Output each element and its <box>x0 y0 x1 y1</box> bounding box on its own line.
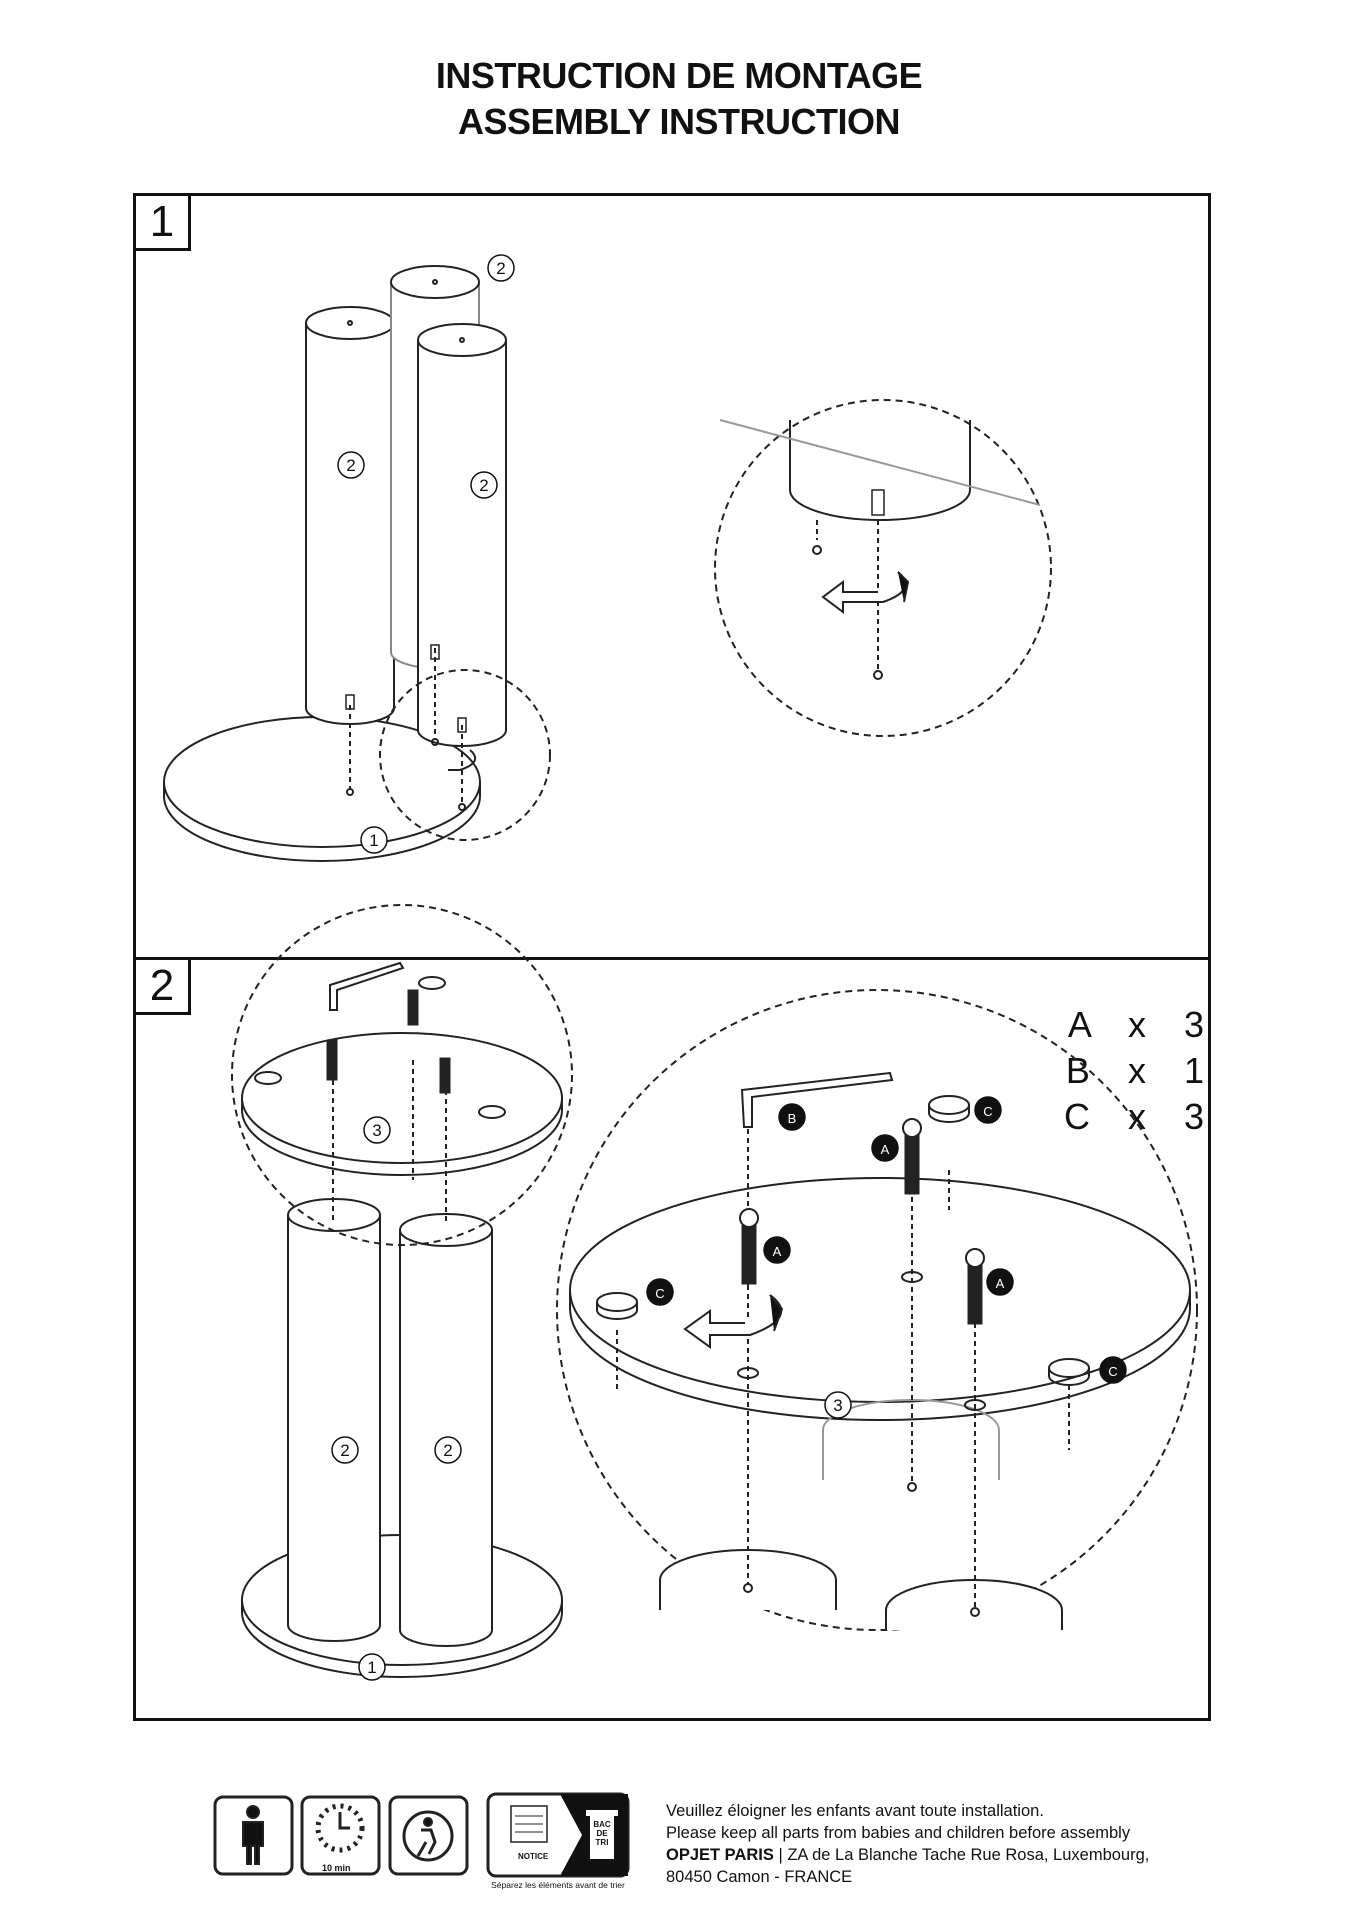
svg-text:B: B <box>788 1111 797 1126</box>
step-2-panel: 2 <box>133 957 1211 1721</box>
step2-tube-left <box>287 1198 381 1642</box>
step1-tube-right <box>417 323 507 747</box>
quantity-a: A x 3 <box>1067 1004 1206 1045</box>
cap-c-3 <box>1048 1358 1090 1386</box>
svg-text:3: 3 <box>833 1396 842 1415</box>
step1-part-label: 2 <box>487 254 515 282</box>
step2-part-label: 3 <box>363 1116 391 1144</box>
allen-key-large <box>740 1071 894 1128</box>
cap-c-2 <box>928 1095 970 1123</box>
hardware-label: B <box>778 1103 806 1131</box>
hardware-label: C <box>974 1096 1002 1124</box>
svg-text:2: 2 <box>479 476 488 495</box>
step2-part-label: 2 <box>331 1436 359 1464</box>
svg-text:1: 1 <box>369 831 378 850</box>
clock-icon <box>300 1795 381 1876</box>
step1-tube-left <box>305 306 395 725</box>
person-icon <box>213 1795 294 1876</box>
company-name: OPJET PARIS <box>666 1846 774 1864</box>
step1-guides <box>349 648 463 805</box>
address-city: 80450 Camon - FRANCE <box>666 1868 853 1886</box>
bolt-a-3 <box>967 1259 983 1325</box>
step2-part-label: 2 <box>434 1436 462 1464</box>
svg-text:A: A <box>773 1244 782 1259</box>
svg-text:C: C <box>655 1286 664 1301</box>
svg-text:2: 2 <box>340 1441 349 1460</box>
svg-text:3: 3 <box>372 1121 381 1140</box>
footer-text: Veuillez éloigner les enfants avant tout… <box>666 1800 1149 1888</box>
step2-tube-right <box>399 1213 493 1647</box>
warning-english: Please keep all parts from babies and ch… <box>666 1824 1131 1842</box>
cap-c-1 <box>596 1292 638 1320</box>
step-number: 2 <box>133 957 191 1015</box>
svg-text:A: A <box>996 1276 1005 1291</box>
quantity-c: C x 3 <box>1063 1096 1206 1137</box>
hardware-label: A <box>871 1134 899 1162</box>
step1-zoom-circle-large <box>714 399 1052 737</box>
hardware-label: A <box>763 1236 791 1264</box>
bolt-a-2 <box>904 1129 920 1195</box>
svg-text:1: 1 <box>367 1658 376 1677</box>
hardware-label: C <box>646 1278 674 1306</box>
bin-label: BAC DE TRI <box>593 1820 611 1847</box>
sort-caption: Séparez les éléments avant de trier <box>491 1880 625 1890</box>
step2-zoom-circle-large <box>556 989 1198 1631</box>
title-french: INSTRUCTION DE MONTAGE <box>435 55 923 96</box>
svg-text:2: 2 <box>443 1441 452 1460</box>
step2-part-label: 3 <box>824 1391 852 1419</box>
company-address: OPJET PARIS | ZA de La Blanche Tache Rue… <box>666 1846 1150 1864</box>
svg-text:C: C <box>983 1104 992 1119</box>
hardware-label: C <box>1099 1356 1127 1384</box>
rotate-arrow-large <box>821 571 907 614</box>
svg-text:A: A <box>881 1142 890 1157</box>
svg-text:2: 2 <box>346 456 355 475</box>
step1-zoom-circle-small <box>379 669 551 841</box>
time-label: 10 min <box>322 1863 351 1873</box>
warning-french: Veuillez éloigner les enfants avant tout… <box>666 1802 1044 1820</box>
step-number: 1 <box>133 193 191 251</box>
svg-text:2: 2 <box>496 259 505 278</box>
rotate-arrow-small <box>448 749 477 771</box>
step1-part-label: 1 <box>360 826 388 854</box>
svg-text:C: C <box>1108 1364 1117 1379</box>
step1-part-label: 2 <box>337 451 365 479</box>
hardware-label: A <box>986 1268 1014 1296</box>
recycle-person-icon <box>388 1795 469 1876</box>
bolt-a-1 <box>741 1219 757 1285</box>
step1-part-label: 2 <box>470 471 498 499</box>
title-english: ASSEMBLY INSTRUCTION <box>457 101 901 142</box>
notice-label: NOTICE <box>518 1852 549 1861</box>
allen-key-small <box>329 961 405 1011</box>
step1-base-disc <box>163 716 481 862</box>
step2-part-label: 1 <box>358 1653 386 1681</box>
quantity-b: B x 1 <box>1065 1050 1206 1091</box>
step2-zoom-circle-small <box>231 904 573 1246</box>
